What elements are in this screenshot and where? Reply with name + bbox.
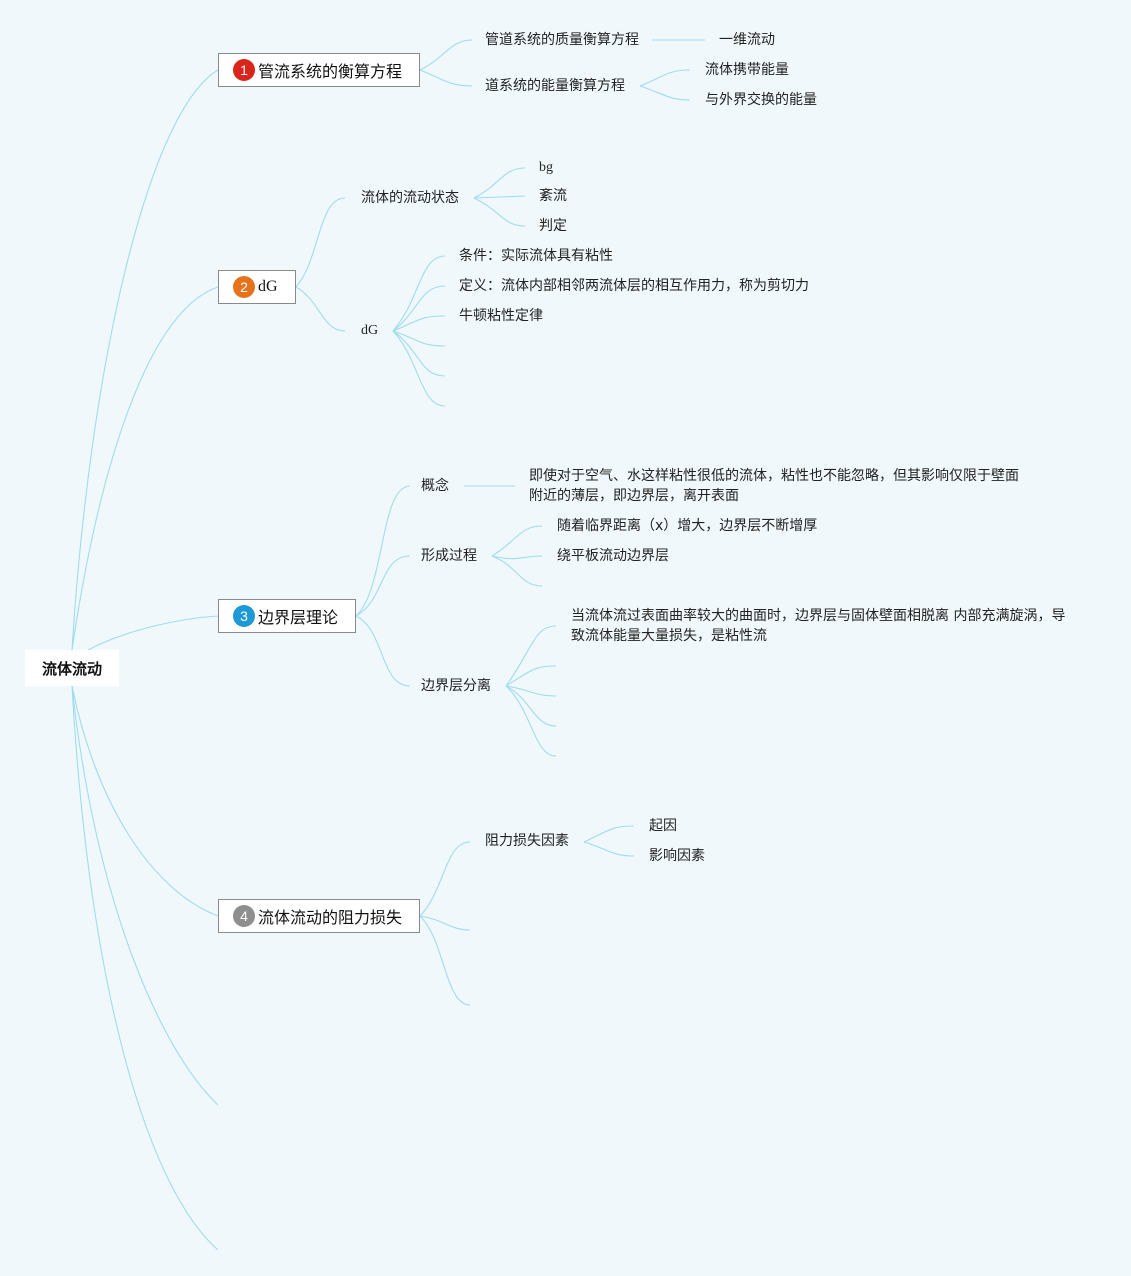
link-t1-c1 [419, 39, 473, 71]
link-t2c1-g3 [473, 197, 526, 227]
link-t3c2-g1 [491, 525, 543, 557]
topic-2-child-1[interactable]: 流体的流动状态 [361, 190, 459, 206]
topic-3-child-1-leaf-1[interactable]: 即使对于空气、水这样粘性很低的流体，粘性也不能忽略，但其影响仅限于壁面附近的薄层… [529, 468, 1019, 504]
link-t4c1-g2 [583, 841, 635, 857]
number-badge-3-icon: 3 [233, 605, 255, 627]
link-t4c1-g1 [583, 825, 635, 843]
link-t2-c2 [295, 286, 346, 332]
link-root-empty-1 [71, 685, 219, 1106]
topic-4-child-1-leaf-2[interactable]: 影响因素 [649, 848, 705, 864]
link-t3c3-e3 [505, 685, 557, 727]
link-t4-e1 [419, 915, 471, 931]
topic-1-child-1[interactable]: 管道系统的质量衡算方程 [485, 32, 639, 48]
link-root-empty-2 [71, 685, 219, 1251]
topic-1-child-1-leaf-1[interactable]: 一维流动 [719, 32, 775, 48]
link-root-topic1 [71, 69, 219, 651]
topic-3-label: 边界层理论 [258, 608, 339, 627]
link-t3c3-e4 [505, 685, 557, 757]
topic-3-child-2[interactable]: 形成过程 [421, 548, 477, 564]
root-label: 流体流动 [41, 659, 102, 678]
link-root-topic3 [87, 615, 219, 651]
link-t2c2-e2 [392, 330, 446, 377]
link-t3c2-e1 [491, 555, 543, 587]
topic-1[interactable]: 1 管流系统的衡算方程 [218, 53, 420, 87]
topic-2-child-1-leaf-1[interactable]: bg [539, 160, 553, 175]
link-root-topic4 [71, 685, 219, 917]
topic-3[interactable]: 3 边界层理论 [218, 599, 356, 633]
link-t2-c1 [295, 197, 346, 288]
topic-4-label: 流体流动的阻力损失 [258, 908, 403, 927]
link-root-topic2 [71, 286, 219, 651]
link-t3c3-g1 [505, 625, 557, 687]
topic-3-child-3-leaf-1[interactable]: 当流体流过表面曲率较大的曲面时，边界层与固体壁面相脱离 内部充满旋涡，导致流体能… [571, 608, 1066, 644]
link-t3c3-e1 [505, 665, 557, 687]
topic-4-child-1[interactable]: 阻力损失因素 [485, 833, 569, 849]
link-t3c2-g2 [491, 555, 543, 560]
topic-2-label: dG [258, 278, 278, 295]
topic-2-child-1-leaf-3[interactable]: 判定 [539, 218, 567, 234]
topic-2-child-2-leaf-2[interactable]: 定义：流体内部相邻两流体层的相互作用力，称为剪切力 [459, 278, 809, 294]
link-t1-c2 [419, 69, 473, 87]
topic-4-child-1-leaf-1[interactable]: 起因 [649, 818, 677, 834]
topic-3-child-2-leaf-2[interactable]: 绕平板流动边界层 [557, 548, 669, 564]
number-badge-1-icon: 1 [233, 59, 255, 81]
link-t3-c2 [355, 555, 411, 617]
topic-3-child-1[interactable]: 概念 [421, 478, 449, 494]
topic-2-child-2-leaf-1[interactable]: 条件：实际流体具有粘性 [459, 248, 613, 264]
topic-2-child-2[interactable]: dG [361, 323, 379, 338]
topic-2-child-1-leaf-2[interactable]: 紊流 [539, 188, 567, 204]
link-t3c3-e2 [505, 685, 557, 697]
link-t2c2-g3 [392, 315, 446, 332]
number-badge-2-icon: 2 [233, 276, 255, 298]
link-t3-c1 [355, 485, 411, 617]
link-t3-c3 [355, 615, 411, 687]
link-t2c1-g1 [473, 167, 526, 199]
link-t2c1-g2 [473, 195, 526, 199]
link-t4-c1 [419, 841, 471, 917]
topic-2[interactable]: 2 dG [218, 270, 296, 304]
link-t2c2-g2 [392, 285, 446, 332]
link-t2c2-e1 [392, 330, 446, 347]
topic-1-child-2-leaf-2[interactable]: 与外界交换的能量 [705, 92, 817, 108]
link-t1c2-g2 [639, 85, 691, 101]
link-t1c2-g1 [639, 69, 691, 87]
link-t2c2-e3 [392, 330, 446, 407]
link-t4-e2 [419, 915, 471, 1006]
topic-1-label: 管流系统的衡算方程 [258, 62, 403, 81]
topic-3-child-2-leaf-1[interactable]: 随着临界距离（x）增大，边界层不断增厚 [557, 518, 818, 534]
root-topic[interactable]: 流体流动 [25, 650, 119, 686]
topic-1-child-2[interactable]: 道系统的能量衡算方程 [485, 78, 625, 94]
number-badge-4-icon: 4 [233, 905, 255, 927]
topic-2-child-2-leaf-3[interactable]: 牛顿粘性定律 [459, 308, 543, 324]
topic-3-child-3[interactable]: 边界层分离 [421, 678, 491, 694]
topic-1-child-2-leaf-1[interactable]: 流体携带能量 [705, 62, 789, 78]
link-t2c2-g1 [392, 255, 446, 332]
topic-4[interactable]: 4 流体流动的阻力损失 [218, 899, 420, 933]
